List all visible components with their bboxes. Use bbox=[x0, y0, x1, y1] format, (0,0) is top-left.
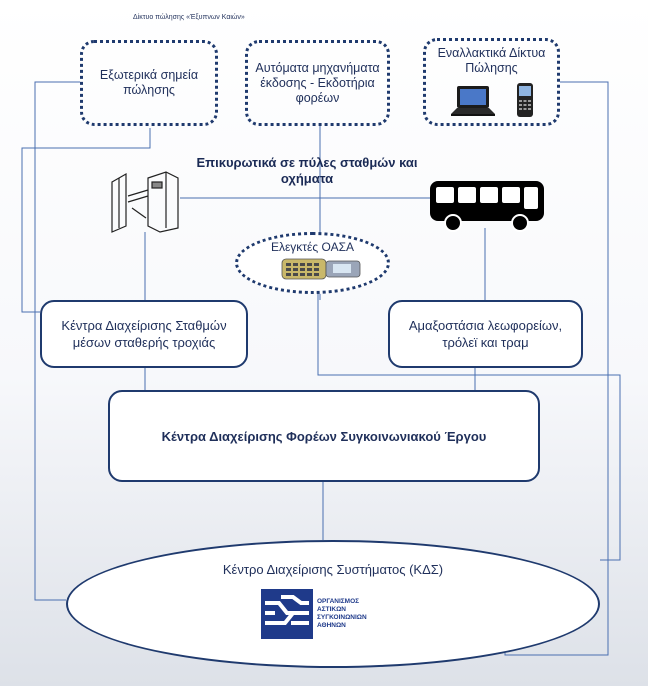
operators-center-box: Κέντρα Διαχείρισης Φορέων Συγκοινωνιακού… bbox=[108, 390, 540, 482]
logo-line-1: ΟΡΓΑΝΙΣΜΟΣ bbox=[317, 598, 360, 605]
alternative-networks-box: Εναλλακτικά Δίκτυα Πώλησης bbox=[423, 38, 560, 126]
fixed-track-centers-label: Κέντρα Διαχείρισης Σταθμών μέσων σταθερή… bbox=[61, 318, 227, 350]
mobile-phone-icon bbox=[516, 83, 533, 117]
left-outer-connector bbox=[34, 81, 80, 601]
system-center-label: Κέντρο Διαχείρισης Συστήματος (ΚΔΣ) bbox=[222, 562, 444, 577]
logo-line-4: ΑΘΗΝΩΝ bbox=[317, 622, 346, 629]
machines-to-left-connector bbox=[21, 128, 151, 313]
inspectors-to-kds-connector bbox=[317, 290, 621, 561]
oasa-logo: ΟΡΓΑΝΙΣΜΟΣ ΑΣΤΙΚΩΝ ΣΥΓΚΟΙΝΩΝΙΩΝ ΑΘΗΝΩΝ bbox=[261, 587, 385, 641]
ticket-machines-label: Αυτόματα μηχανήματα έκδοσης - Εκδοτήρια … bbox=[255, 60, 380, 105]
ticket-machines-box: Αυτόματα μηχανήματα έκδοσης - Εκδοτήρια … bbox=[245, 40, 390, 126]
external-sales-points-label: Εξωτερικά σημεία πώλησης bbox=[99, 68, 199, 97]
handheld-validator-icon bbox=[281, 258, 361, 280]
logo-line-2: ΑΣΤΙΚΩΝ bbox=[317, 606, 346, 613]
alternative-networks-label: Εναλλακτικά Δίκτυα Πώλησης bbox=[437, 46, 546, 75]
validators-title: Επικυρωτικά σε πύλες σταθμών και οχήματα bbox=[196, 155, 418, 186]
logo-line-3: ΣΥΓΚΟΙΝΩΝΙΩΝ bbox=[317, 614, 367, 621]
diagram-caption: Δίκτυο πώλησης «Έξυπνων Καιών» bbox=[133, 14, 245, 21]
turnstile-gate-icon bbox=[111, 171, 179, 233]
system-center-ellipse bbox=[66, 540, 600, 668]
fixed-track-centers-box: Κέντρα Διαχείρισης Σταθμών μέσων σταθερή… bbox=[40, 300, 248, 368]
depots-label: Αμαξοστάσια λεωφορείων, τρόλεϊ και τραμ bbox=[408, 318, 563, 350]
oasa-logo-mark bbox=[261, 589, 313, 639]
laptop-icon bbox=[450, 86, 495, 116]
depots-box: Αμαξοστάσια λεωφορείων, τρόλεϊ και τραμ bbox=[388, 300, 583, 368]
external-sales-points-box: Εξωτερικά σημεία πώλησης bbox=[80, 40, 218, 126]
inspectors-label: Ελεγκτές ΟΑΣΑ bbox=[270, 240, 355, 254]
bus-icon bbox=[430, 181, 544, 232]
operators-center-label: Κέντρα Διαχείρισης Φορέων Συγκοινωνιακού… bbox=[161, 428, 487, 444]
